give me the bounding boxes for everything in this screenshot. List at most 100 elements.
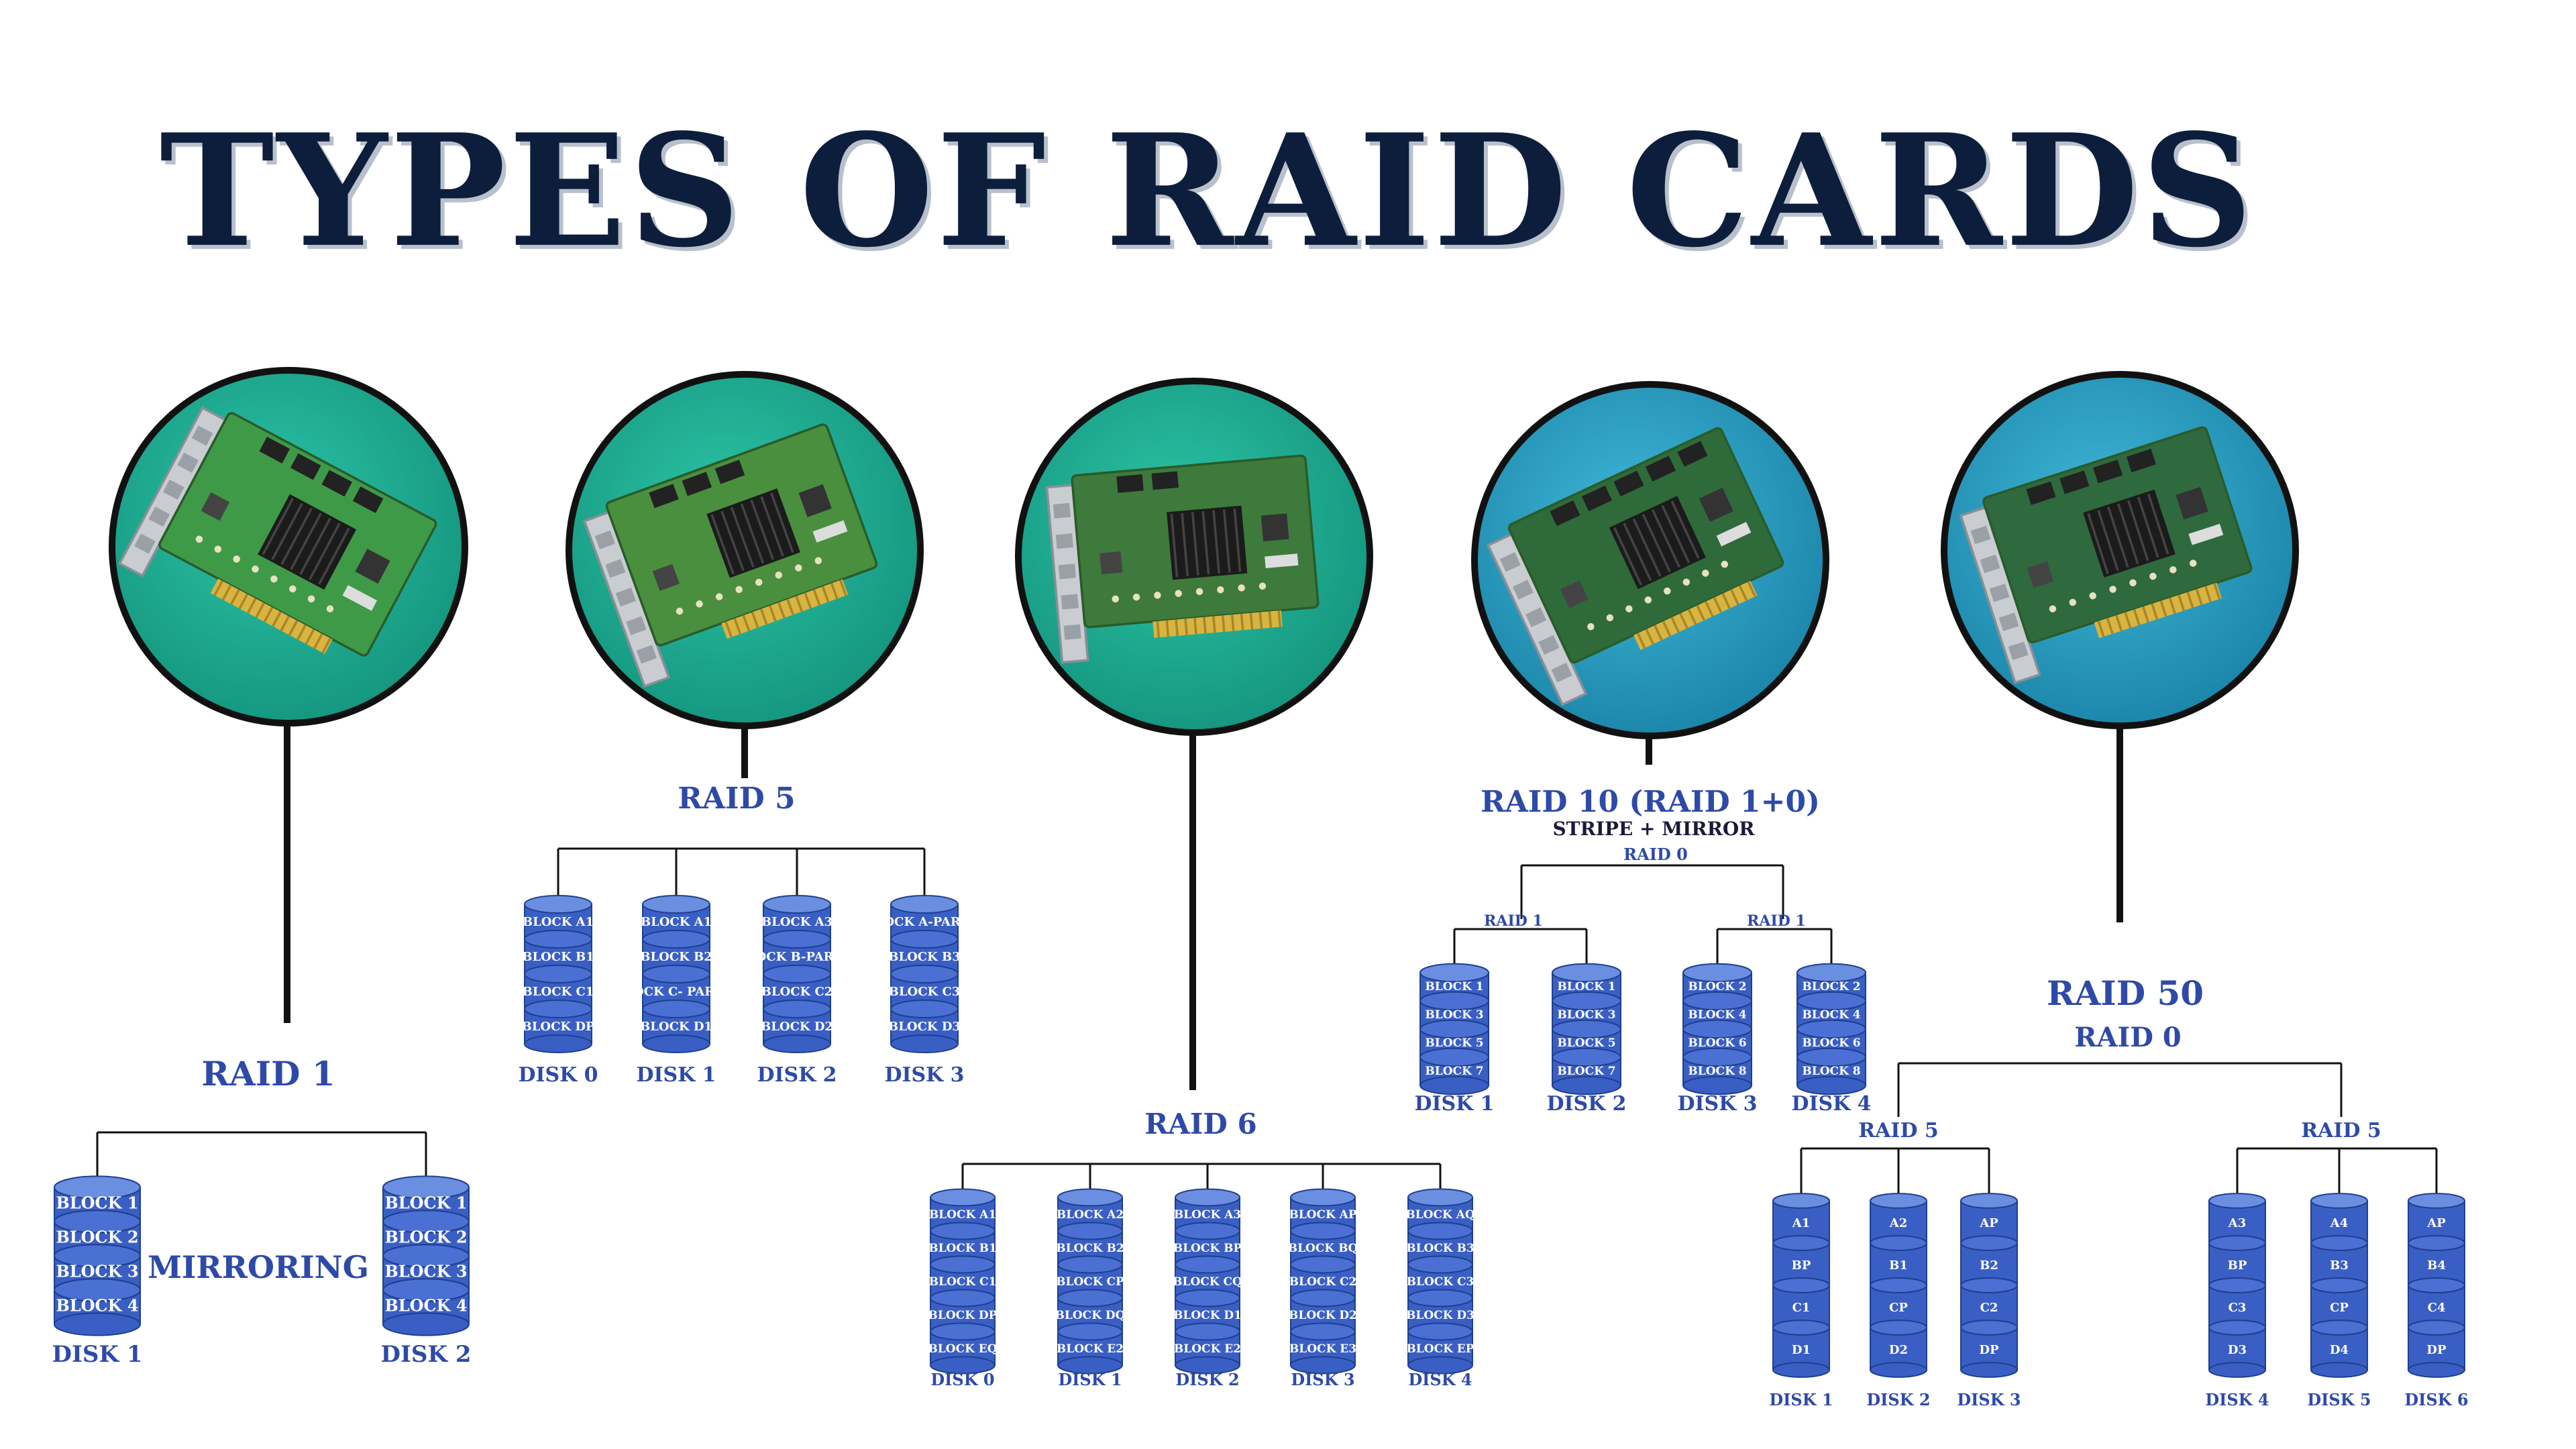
disk-block-label: BLOCK C2 xyxy=(1289,1275,1357,1289)
disk-block-label: BLOCK BQ xyxy=(1288,1242,1358,1255)
disk-block-label: BLOCK 2 xyxy=(56,1228,138,1247)
disk-block-label: BLOCK 2 xyxy=(384,1228,467,1247)
raid10-card-circle xyxy=(1471,381,1829,739)
disk-block-label: B3 xyxy=(2330,1258,2349,1273)
disk-block-label: BLOCK 1 xyxy=(1557,980,1615,994)
raid10-top-label: RAID 0 xyxy=(1623,845,1688,864)
disk-block-label: BLOCK 6 xyxy=(1688,1036,1746,1050)
disk-block-label: BLOCK C3 xyxy=(1407,1275,1474,1289)
disk-block-label: BLOCK 1 xyxy=(1425,980,1483,994)
raid50-group-label: RAID 5 xyxy=(2301,1119,2381,1142)
disk-block-label: DP xyxy=(1979,1343,1999,1357)
disk-block-label: BLOCK CQ xyxy=(1173,1275,1242,1289)
disk-block-label: BLOCK 7 xyxy=(1557,1065,1615,1078)
disk-block-label: BLOCK 4 xyxy=(56,1296,138,1316)
disk-block-label: BLOCK DP xyxy=(522,1020,595,1034)
raid50-top-label: RAID 0 xyxy=(2074,1022,2181,1053)
raid1-disk-name: DISK 1 xyxy=(52,1341,143,1368)
disk-block-label: BLOCK A3 xyxy=(761,915,833,929)
raid6-disk-name: DISK 3 xyxy=(1291,1370,1354,1389)
disk-block-label: BLOCK D3 xyxy=(888,1020,961,1034)
raid1-disk-name: DISK 2 xyxy=(381,1341,472,1368)
disk-block-label: BLOCK A-PARITY xyxy=(865,915,984,929)
disk-block-label: CP xyxy=(1889,1301,1908,1315)
disk-block-label: BLOCK D1 xyxy=(640,1020,712,1034)
raid50-disk-name: DISK 6 xyxy=(2404,1390,2468,1409)
disk-block-label: BLOCK B3 xyxy=(888,950,961,964)
disk-block-label: BLOCK AP xyxy=(1289,1208,1357,1222)
raid-card-icon xyxy=(1487,427,1784,706)
disk-block-label: BLOCK 6 xyxy=(1802,1036,1860,1050)
disk-block-label: C1 xyxy=(1792,1301,1811,1315)
raid-card-icon xyxy=(1045,454,1320,664)
disk-block-label: BLOCK 2 xyxy=(1688,980,1746,994)
raid6-label: RAID 6 xyxy=(1144,1108,1256,1140)
raid1-label: RAID 1 xyxy=(201,1054,335,1093)
raid50-disk-name: DISK 3 xyxy=(1957,1390,2021,1409)
disk-block-label: AP xyxy=(2426,1216,2446,1230)
disk-block-label: BLOCK BP xyxy=(1173,1242,1242,1255)
raid6-disk-name: DISK 1 xyxy=(1058,1370,1122,1389)
raid1-card-circle xyxy=(109,367,468,727)
raid50-disk-name: DISK 2 xyxy=(1866,1390,1930,1409)
disk-block-label: BLOCK E2 xyxy=(1057,1342,1124,1356)
raid6-card-circle xyxy=(1015,378,1373,736)
disk-block-label: BLOCK 3 xyxy=(1557,1008,1615,1022)
disk-block-label: B4 xyxy=(2427,1258,2446,1273)
disk-block-label: BLOCK AQ xyxy=(1405,1208,1475,1222)
page-title-wrap: TYPES OF RAID CARDS xyxy=(0,101,2576,282)
disk-block-label: C4 xyxy=(2428,1301,2446,1315)
disk-block-label: DP xyxy=(2426,1343,2447,1357)
raid50-disk-name: DISK 4 xyxy=(2205,1390,2269,1409)
raid10-disk-name: DISK 1 xyxy=(1414,1092,1494,1116)
disk-block-label: B2 xyxy=(1980,1258,1998,1273)
disk-block-label: BLOCK B3 xyxy=(1406,1242,1474,1255)
raid5-disk-name: DISK 1 xyxy=(636,1063,716,1087)
disk-block-label: BLOCK 3 xyxy=(384,1262,467,1281)
disk-block-label: BLOCK 4 xyxy=(1688,1008,1746,1022)
disk-block-label: A2 xyxy=(1889,1216,1908,1230)
disk-block-label: BLOCK 4 xyxy=(1802,1008,1860,1022)
disk-block-label: BLOCK B-PARITY xyxy=(737,950,858,964)
raid50-disk-name: DISK 5 xyxy=(2307,1390,2371,1409)
disk-block-label: BLOCK A3 xyxy=(1174,1208,1241,1222)
disk-block-label: BLOCK CP xyxy=(1056,1275,1124,1289)
raid5-disk-name: DISK 2 xyxy=(757,1063,837,1087)
disk-block-label: D3 xyxy=(2228,1343,2247,1357)
disk-block-label: BLOCK C1 xyxy=(929,1275,997,1289)
raid50-group-label: RAID 5 xyxy=(1858,1119,1939,1142)
disk-block-label: BLOCK 1 xyxy=(384,1193,467,1213)
raid5-disk-name: DISK 0 xyxy=(518,1063,598,1087)
disk-block-label: BLOCK B1 xyxy=(522,950,594,964)
disk-block-label: D1 xyxy=(1792,1343,1811,1357)
disk-block-label: BLOCK C2 xyxy=(761,985,833,999)
disk-block-label: D2 xyxy=(1889,1343,1908,1357)
disk-block-label: A1 xyxy=(1792,1216,1811,1230)
disk-block-label: BLOCK E3 xyxy=(1289,1342,1356,1356)
disk-block-label: A4 xyxy=(2330,1216,2349,1230)
raid50-disk-name: DISK 1 xyxy=(1769,1390,1833,1409)
disk-block-label: BLOCK C1 xyxy=(523,985,594,999)
raid10-sublabel: STRIPE + MIRROR xyxy=(1552,818,1755,840)
raid5-disk-2: BLOCK A3 BLOCK B-PARITY BLOCK C2 BLOCK D2 xyxy=(737,895,858,1053)
disk-block-label: AP xyxy=(1979,1216,1998,1230)
disk-block-label: BLOCK D2 xyxy=(761,1020,833,1034)
disk-block-label: B1 xyxy=(1889,1258,1908,1273)
raid5-card-circle xyxy=(566,371,924,729)
raid10-group-label: RAID 1 xyxy=(1484,912,1543,930)
